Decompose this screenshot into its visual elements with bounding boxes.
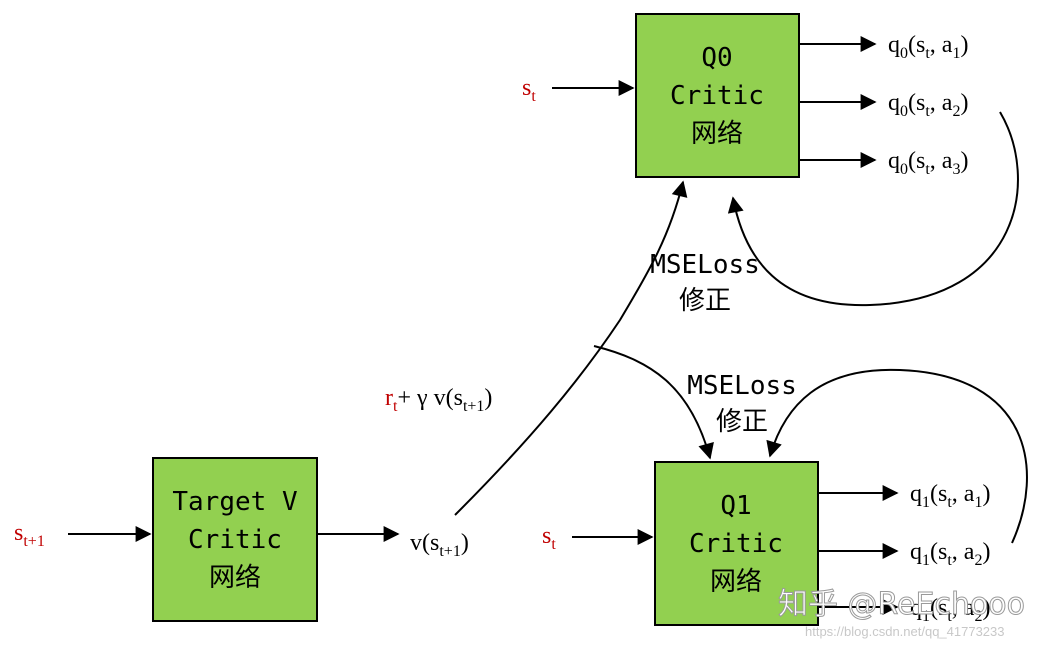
- target-node-title: Target V: [172, 487, 297, 517]
- q1-node-title: Q1: [720, 491, 751, 521]
- target-node-label: 网络: [209, 563, 261, 593]
- q1-node-subtitle: Critic: [689, 529, 783, 559]
- csdn-url-watermark: https://blog.csdn.net/qq_41773233: [805, 624, 1005, 639]
- mseloss-q1-sublabel: 修正: [716, 407, 768, 437]
- td-target-branch-to-q1: [593, 345, 714, 460]
- mseloss-q0-label: MSELoss: [650, 250, 760, 280]
- q0-node-subtitle: Critic: [670, 81, 764, 111]
- q0-output-label-2: q0(st, a2): [888, 90, 968, 120]
- q1-critic-node: [654, 461, 819, 626]
- q0-critic-node: [635, 13, 800, 178]
- q0-node-title: Q0: [701, 43, 732, 73]
- q1-output-label-1: q1(st, a1): [910, 481, 990, 511]
- zhihu-watermark: 知乎 @ReEchooo: [778, 587, 1025, 622]
- q1-output-label-3: q1(st, a2): [910, 595, 990, 625]
- q1-output-label-2: q1(st, a2): [910, 539, 990, 569]
- mseloss-q1-label: MSELoss: [687, 371, 797, 401]
- mseloss-q0-sublabel: 修正: [679, 286, 731, 316]
- q0-node-label: 网络: [691, 119, 743, 149]
- q1-input-label: st: [542, 523, 556, 553]
- target-output-label: v(st+1): [410, 530, 469, 560]
- td-target-curve: [454, 180, 688, 516]
- q1-node-label: 网络: [710, 567, 762, 597]
- q0-feedback-loop: [727, 111, 1019, 307]
- q1-feedback-loop: [766, 368, 1028, 544]
- target-node-subtitle: Critic: [188, 525, 282, 555]
- target-v-critic-node: [152, 457, 318, 622]
- q0-input-label: st: [522, 75, 536, 105]
- td-target-label: rt+ γ v(st+1): [385, 385, 492, 415]
- q0-output-label-1: q0(st, a1): [888, 32, 968, 62]
- q0-output-label-3: q0(st, a3): [888, 148, 968, 178]
- target-input-label: st+1: [14, 520, 45, 550]
